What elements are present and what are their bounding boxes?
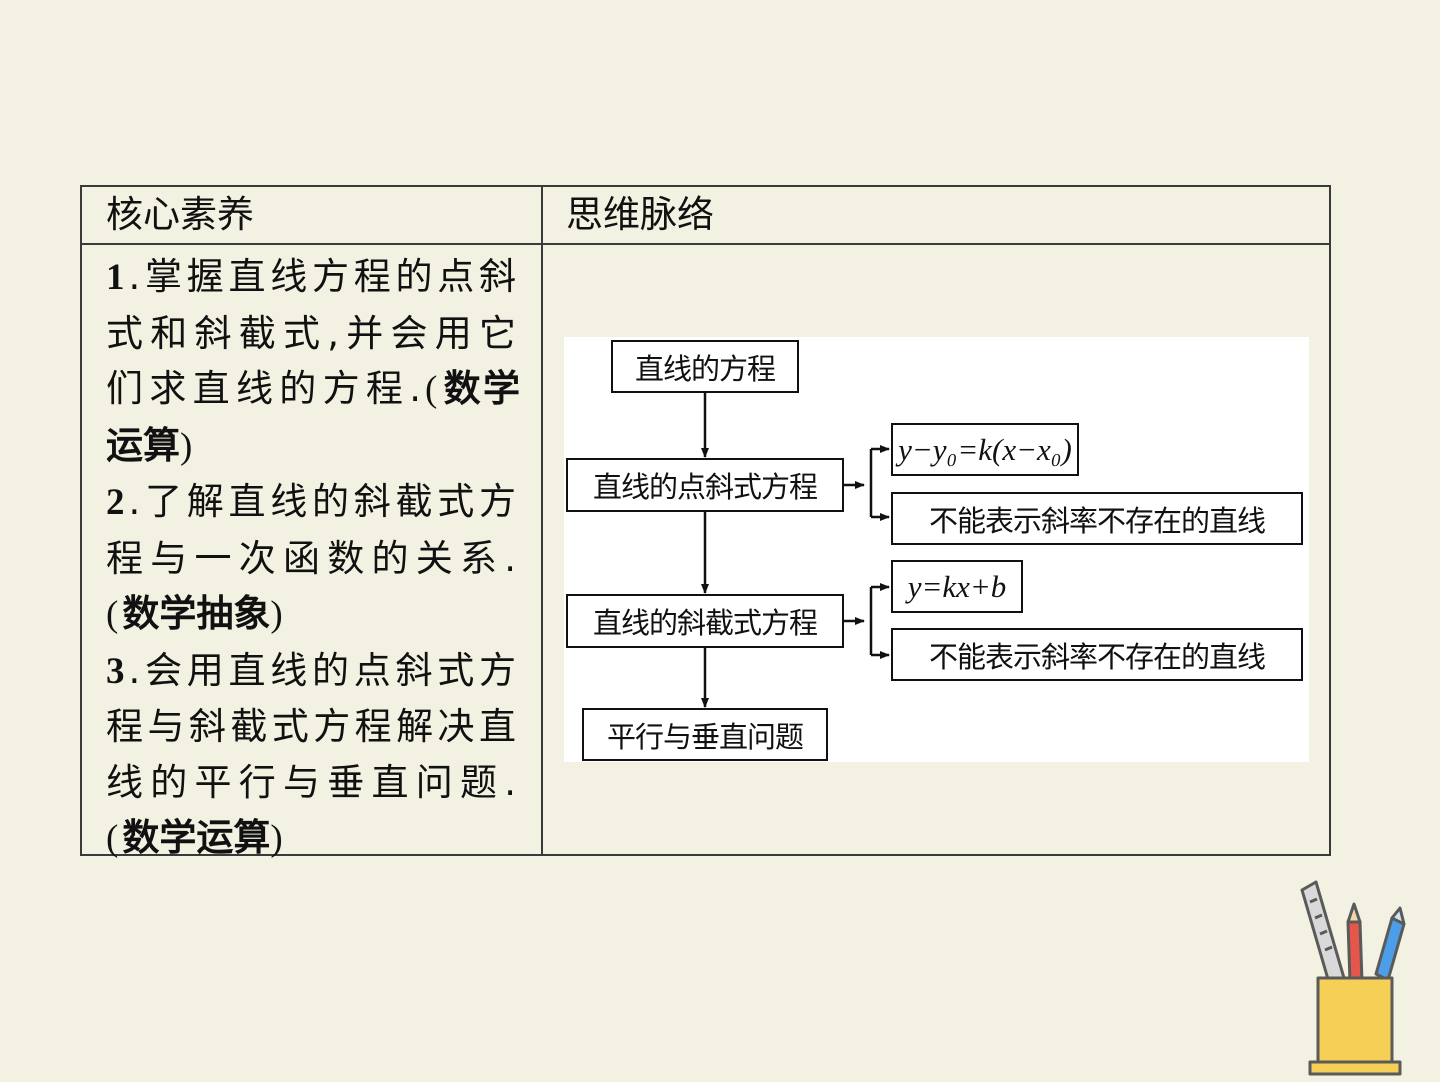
- content-table: 核心素养 思维脉络 1.掌握直线方程的点斜式和斜截式,并会用它们求直线的方程.(…: [80, 185, 1331, 859]
- column-divider: [541, 187, 543, 854]
- node-point-slope-formula: y−y₀=k(x−x₀): [891, 423, 1079, 476]
- node-point-slope: 直线的点斜式方程: [566, 458, 844, 512]
- header-core-literacy: 核心素养: [106, 193, 254, 236]
- literacy-item-1: 1.掌握直线方程的点斜式和斜截式,并会用它们求直线的方程.(数学运算): [106, 255, 521, 467]
- mind-map-diagram: 直线的方程 直线的点斜式方程 y−y₀=k(x−x₀) 不能表示斜率不存在的直线…: [564, 337, 1309, 762]
- literacy-item-2: 2.了解直线的斜截式方程与一次函数的关系.(数学抽象): [106, 480, 520, 635]
- core-literacy-list: 1.掌握直线方程的点斜式和斜截式,并会用它们求直线的方程.(数学运算) 2.了解…: [106, 249, 520, 867]
- node-slope-intercept-limit: 不能表示斜率不存在的直线: [891, 628, 1303, 681]
- node-slope-intercept-formula: y=kx+b: [891, 560, 1023, 613]
- node-parallel-perpendicular: 平行与垂直问题: [582, 708, 828, 761]
- node-point-slope-limit: 不能表示斜率不存在的直线: [891, 492, 1303, 545]
- mind-map-connectors: [701, 393, 890, 708]
- node-slope-intercept: 直线的斜截式方程: [566, 594, 844, 648]
- literacy-item-3: 3.会用直线的点斜式方程与斜截式方程解决直线的平行与垂直问题.(数学运算): [106, 648, 520, 860]
- header-divider: [82, 243, 1329, 245]
- pencil-cup-icon: [1296, 878, 1416, 1082]
- node-line-equation: 直线的方程: [611, 340, 799, 393]
- header-mind-map: 思维脉络: [566, 193, 714, 236]
